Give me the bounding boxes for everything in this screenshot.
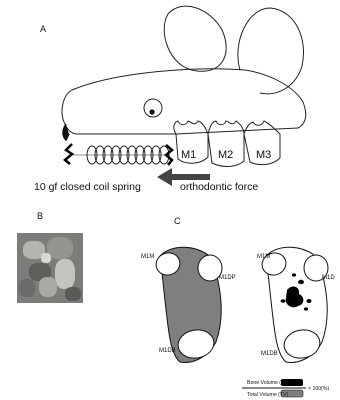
force-label: orthodontic force (180, 181, 258, 193)
tooth-label-m1: M1 (181, 149, 196, 161)
root-label-m1db-right: M1DB (261, 351, 278, 357)
rat-ear-right (238, 8, 304, 94)
root-diagram-left (153, 247, 222, 362)
root-label-m1m-right: M1M (257, 254, 270, 260)
scale-bar-label: 0.5mm (84, 314, 102, 320)
spring-label: 10 gf closed coil spring (34, 181, 141, 193)
rat-ear-left (164, 6, 226, 71)
panel-label-a: A (40, 24, 46, 34)
root-label-m1d-right: M1D (322, 275, 335, 281)
legend-bone-volume: Bone Volume (BV) (247, 380, 290, 386)
rat-head-illustration (62, 6, 306, 166)
rat-eye (144, 99, 162, 117)
panel-label-c: C (174, 216, 181, 226)
micro-ct-image (17, 233, 83, 303)
legend-multiplier: × 100(%) (308, 386, 329, 392)
panel-label-b: B (37, 211, 43, 221)
tooth-label-m2: M2 (218, 149, 233, 161)
root-diagram-right (259, 247, 328, 362)
legend-total-volume: Total Volume (TV) (247, 392, 288, 398)
root-label-m1dp-left: M1DP (219, 275, 236, 281)
root-label-m1m-left: M1M (141, 254, 154, 260)
incisor-tip (63, 124, 69, 140)
ligature-wire-left (65, 144, 72, 164)
coil-spring (70, 146, 170, 164)
tooth-label-m3: M3 (256, 149, 271, 161)
scale-bar (84, 321, 100, 323)
root-label-m1db-left: M1DB (159, 348, 176, 354)
